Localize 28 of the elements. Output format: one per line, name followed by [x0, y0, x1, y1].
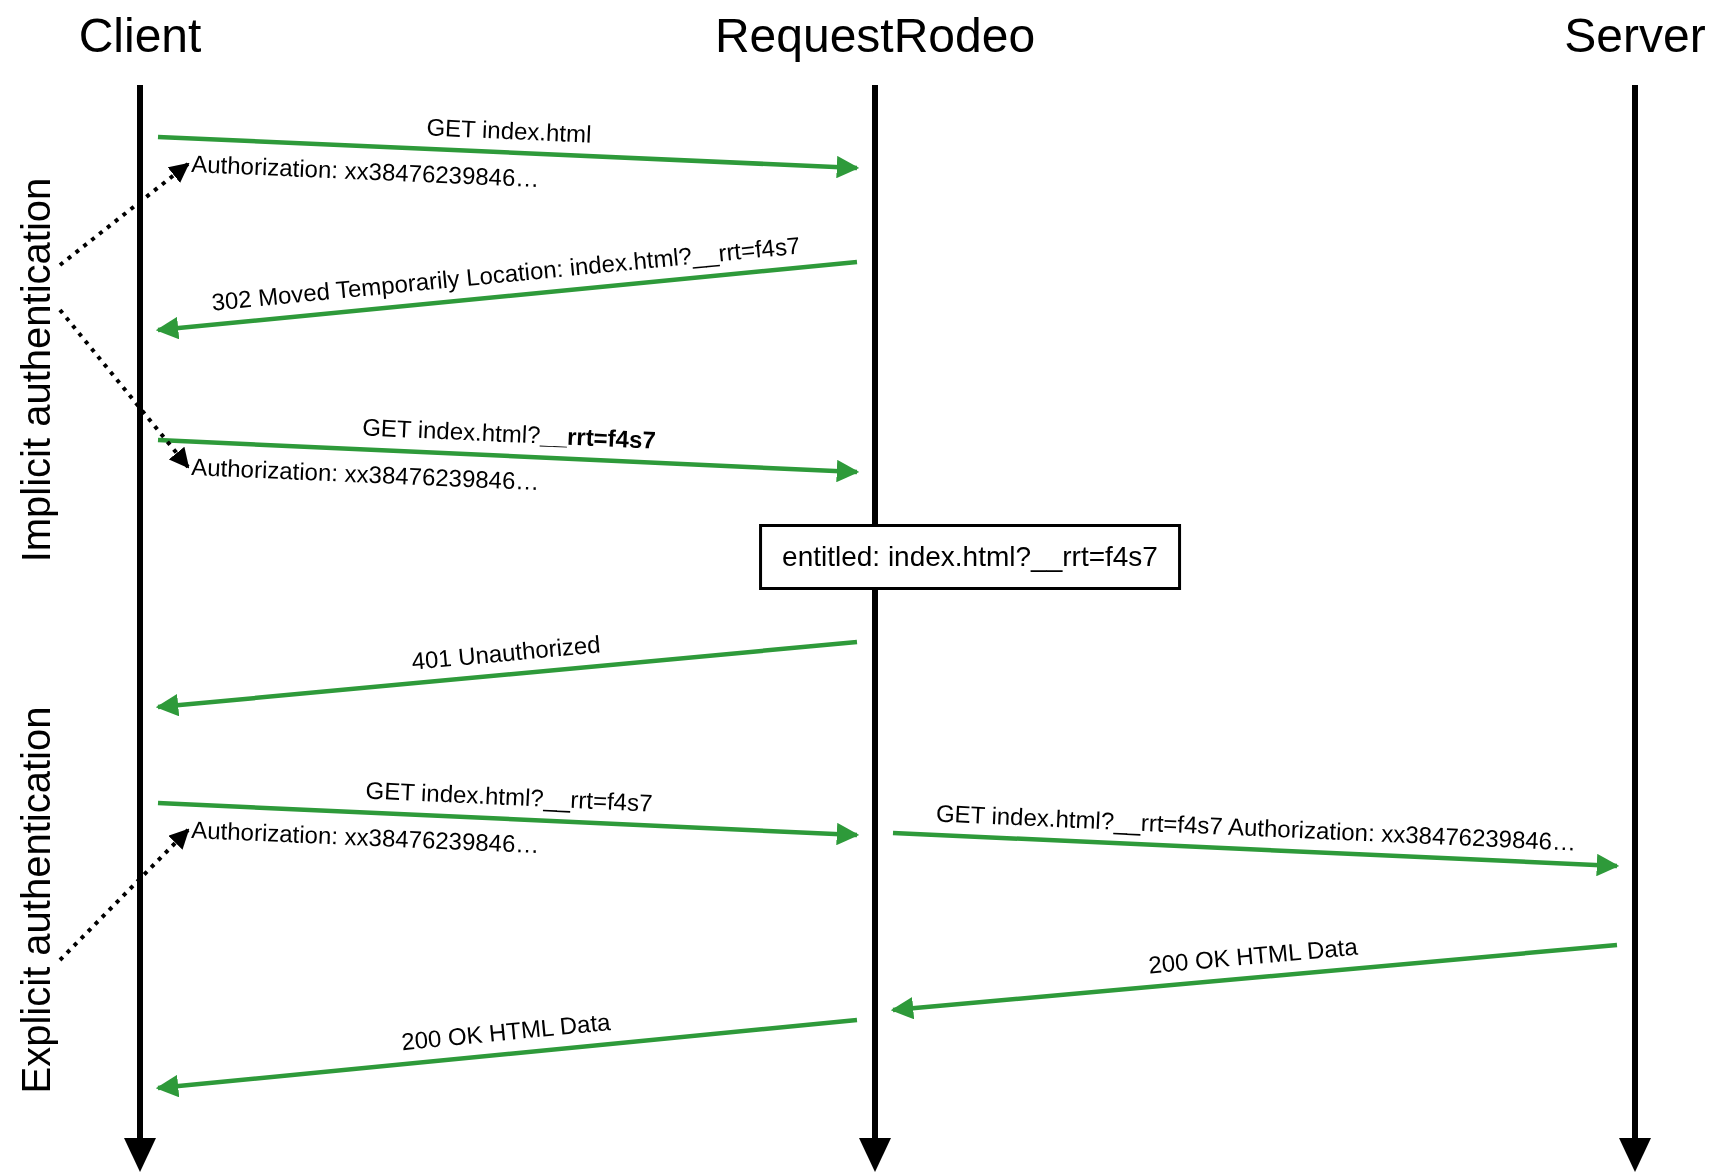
side-label: Implicit authentication: [13, 177, 59, 563]
side-label: Explicit authentication: [13, 706, 59, 1094]
message-arrow: [892, 830, 1620, 877]
message-arrow: [157, 800, 860, 846]
message-arrow: [157, 134, 860, 179]
message-arrow: [155, 1017, 858, 1098]
leader-line: [58, 162, 190, 267]
message-label: 200 OK HTML Data: [1147, 932, 1359, 979]
message-label: 401 Unauthorized: [409, 629, 602, 676]
note-box: entitled: index.html?__rrt=f4s7: [759, 524, 1181, 590]
message-label: GET index.html: [425, 112, 592, 149]
message-arrow: [157, 437, 860, 483]
message-label: GET index.html?__rrt=f4s7: [364, 776, 653, 818]
message-arrow: [890, 942, 1618, 1020]
header-text: Authorization: xx38476239846…: [190, 816, 540, 860]
message-label: 200 OK HTML Data: [399, 1008, 612, 1057]
lifeline-header: Client: [78, 8, 202, 63]
leader-line: [58, 308, 190, 469]
header-text: Authorization: xx38476239846…: [190, 150, 540, 194]
message-arrow: [155, 639, 858, 717]
message-label: 302 Moved Temporarily Location: index.html?__rrt=f4s7: [209, 231, 801, 317]
leader-line: [58, 828, 190, 962]
message-arrow: [155, 259, 858, 340]
lifeline-header: Server: [1564, 8, 1706, 63]
message-label: GET index.html?__rrt=f4s7: [361, 413, 656, 455]
lifeline-header: RequestRodeo: [714, 8, 1036, 63]
message-label: GET index.html?__rrt=f4s7 Authorization: xx38476239846…: [935, 798, 1577, 857]
header-text: Authorization: xx38476239846…: [190, 453, 540, 497]
